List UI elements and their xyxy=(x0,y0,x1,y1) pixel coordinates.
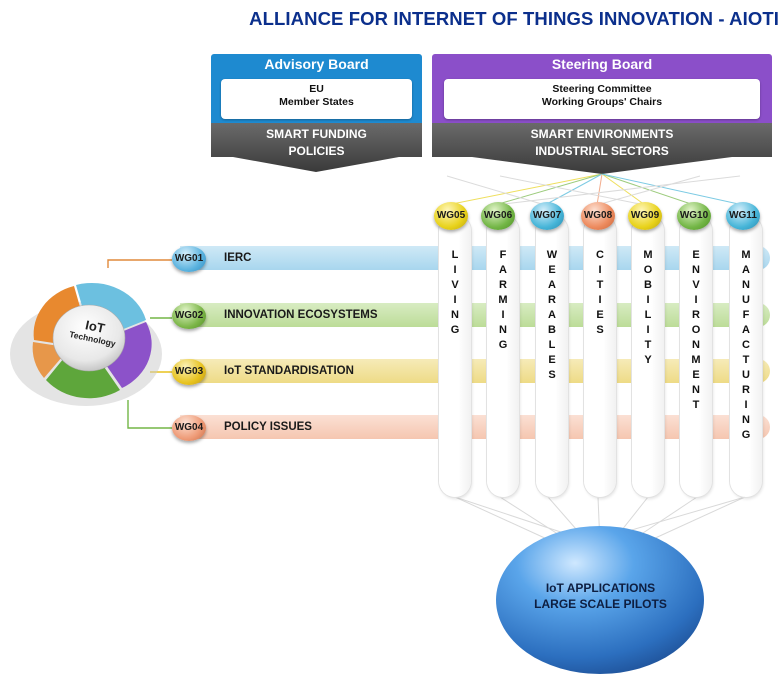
vlabel-wg11: M A N U F A C T U R I N G xyxy=(741,249,751,441)
vlabel-wg08: C I T I E S xyxy=(596,249,604,336)
advisory-focus: SMART FUNDING POLICIES xyxy=(266,127,367,158)
iot-technology-hub: IoT Technology xyxy=(4,262,164,412)
iot-applications-globe: IoT APPLICATIONS LARGE SCALE PILOTS xyxy=(494,520,707,676)
wg02-node: WG02 xyxy=(172,303,206,329)
tube-wg07 xyxy=(536,215,568,497)
vlabel-wg10: E N V I R O N M E N T xyxy=(691,249,701,411)
label-wg01: IERC xyxy=(224,252,252,264)
wg11-node: WG11 xyxy=(726,202,760,230)
steering-board: Steering Board Steering Committee Workin… xyxy=(432,54,772,131)
tube-wg06 xyxy=(487,215,519,497)
wg03-node: WG03 xyxy=(172,359,206,385)
advisory-board-members: EU Member States xyxy=(221,79,412,119)
steering-focus: SMART ENVIRONMENTS INDUSTRIAL SECTORS xyxy=(530,127,674,158)
vlabel-wg06: F A R M I N G xyxy=(498,249,508,351)
bar-wg01 xyxy=(180,246,770,270)
label-wg02: INNOVATION ECOSYSTEMS xyxy=(224,309,378,321)
bar-wg02 xyxy=(180,303,770,327)
wg01-node: WG01 xyxy=(172,246,206,272)
tube-wg09 xyxy=(632,215,664,497)
advisory-funnel: SMART FUNDING POLICIES xyxy=(211,123,422,173)
tube-wg11 xyxy=(730,215,762,497)
advisory-board: Advisory Board EU Member States xyxy=(211,54,422,131)
tube-wg08 xyxy=(584,215,616,497)
vlabel-wg05: L I V I N G xyxy=(450,249,460,336)
vlabel-wg09: M O B I L I T Y xyxy=(643,249,653,366)
wg05-node: WG05 xyxy=(434,202,468,230)
steering-board-header: Steering Board xyxy=(551,56,653,72)
wg06-node: WG06 xyxy=(481,202,515,230)
page-title: ALLIANCE FOR INTERNET OF THINGS INNOVATI… xyxy=(249,8,779,29)
label-wg03: IoT STANDARDISATION xyxy=(224,365,354,377)
applications-label: IoT APPLICATIONS LARGE SCALE PILOTS xyxy=(534,581,667,611)
tube-wg05 xyxy=(439,215,471,497)
wg09-node: WG09 xyxy=(628,202,662,230)
tube-wg10 xyxy=(680,215,712,497)
steering-funnel: SMART ENVIRONMENTS INDUSTRIAL SECTORS xyxy=(432,123,772,175)
wg10-node: WG10 xyxy=(677,202,711,230)
bar-wg04 xyxy=(180,415,770,439)
advisory-board-header: Advisory Board xyxy=(264,56,369,72)
wg08-node: WG08 xyxy=(581,202,615,230)
wg04-node: WG04 xyxy=(172,415,206,441)
wg07-node: WG07 xyxy=(530,202,564,230)
label-wg04: POLICY ISSUES xyxy=(224,421,312,433)
vlabel-wg07: W E A R A B L E S xyxy=(546,249,558,381)
bar-wg03 xyxy=(180,359,770,383)
steering-board-members: Steering Committee Working Groups' Chair… xyxy=(444,79,760,119)
